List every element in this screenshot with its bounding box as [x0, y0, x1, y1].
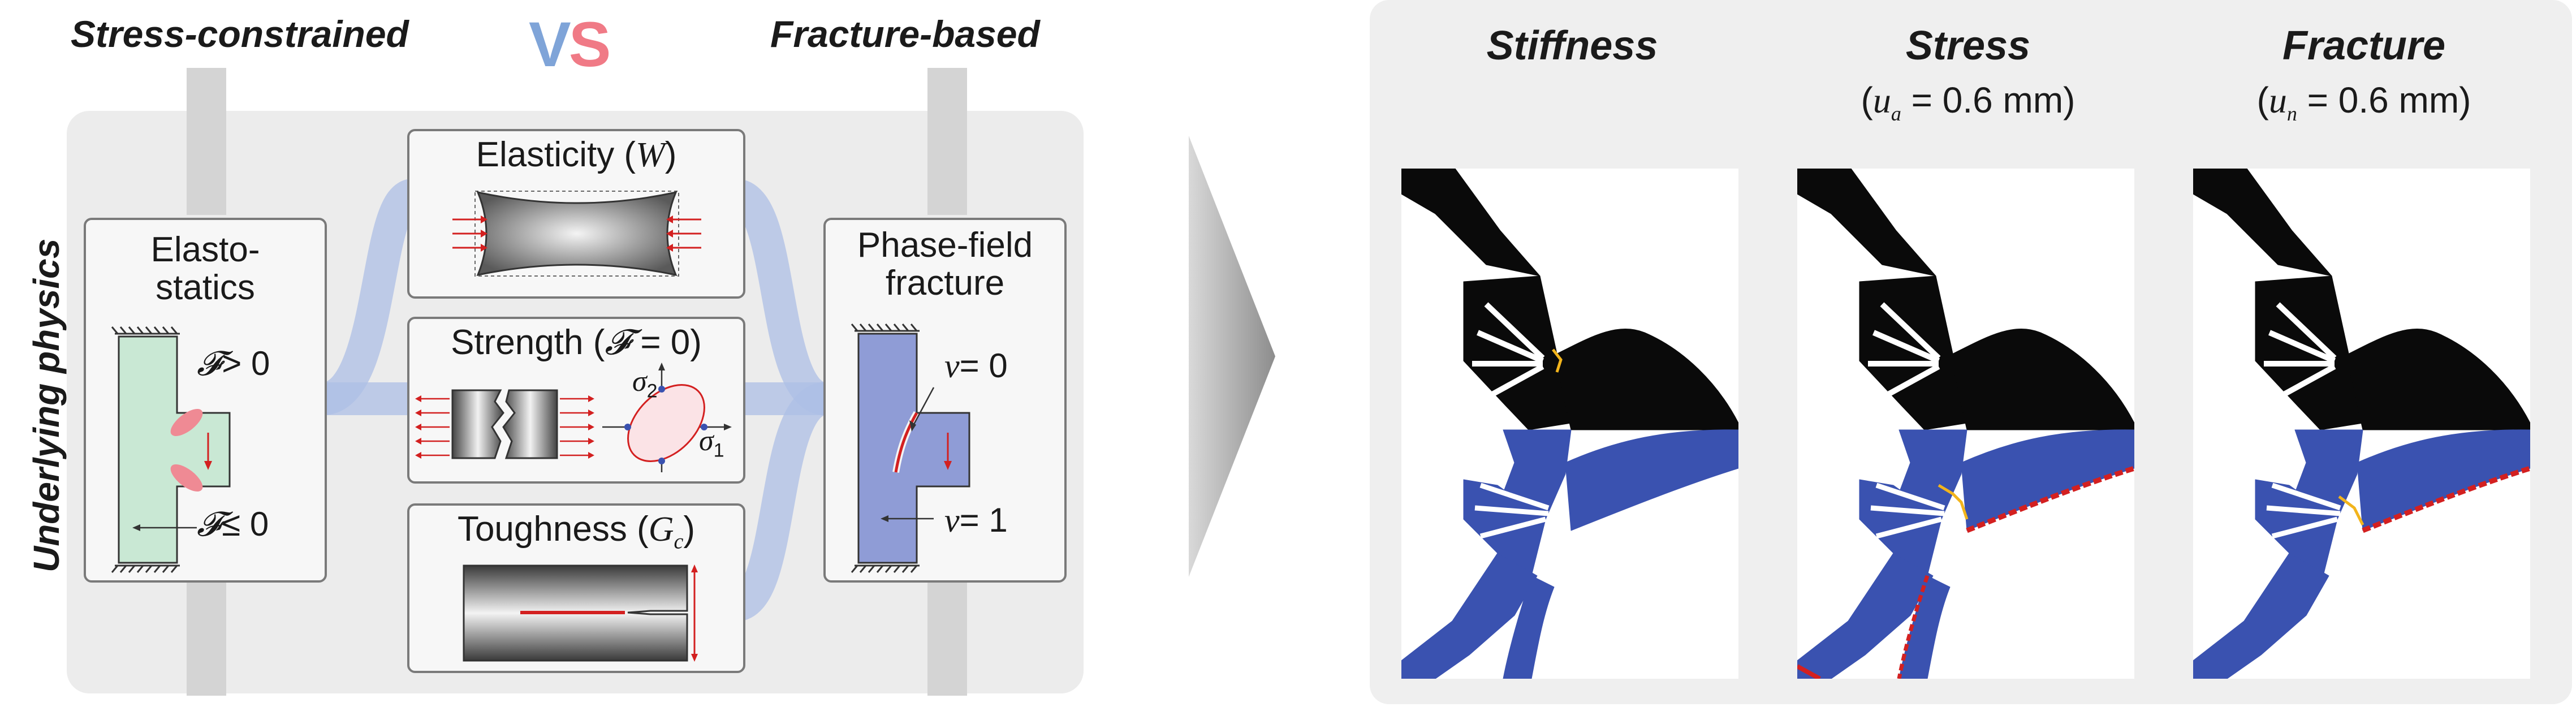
header-stress-constrained: Stress-constrained — [71, 13, 409, 55]
phasefield-title-line2: fracture — [885, 264, 1005, 303]
elasticity-close: ) — [665, 135, 677, 174]
result-panel-stiffness — [1401, 169, 1738, 679]
toughness-symbol: G — [648, 510, 674, 549]
sigma1-sub: 1 — [713, 439, 724, 462]
strength-label: Strength ( — [451, 323, 605, 362]
v-one-text: = 1 — [959, 501, 1008, 539]
toughness-label: Toughness ( — [457, 510, 649, 549]
result-sub-fracture: (un = 0.6 mm) — [2189, 79, 2539, 126]
sigma2-sub: 2 — [646, 380, 658, 402]
v-symbol: v — [944, 347, 960, 385]
toughness-sub: c — [674, 529, 684, 554]
strength-symbol: 𝓕 — [605, 324, 631, 362]
header-fracture-based: Fracture-based — [770, 13, 1040, 55]
sub-rest: = 0.6 mm) — [2297, 80, 2471, 120]
result-sub-stress: (ua = 0.6 mm) — [1793, 79, 2143, 126]
vs-letter-s: S — [568, 9, 611, 80]
f-nonpositive-text: ≤ 0 — [222, 505, 269, 543]
f-symbol: 𝓕 — [197, 345, 222, 382]
result-title-fracture: Fracture — [2282, 23, 2446, 68]
elastostatics-f-nonpositive: 𝓕≤ 0 — [197, 505, 269, 544]
transition-arrow — [1189, 136, 1275, 577]
sub-open: ( — [2256, 80, 2269, 120]
toughness-figure — [463, 564, 698, 662]
phasefield-title-line1: Phase-field — [857, 226, 1033, 265]
post-top-right — [927, 68, 967, 215]
elasticity-label: Elasticity ( — [476, 135, 636, 174]
post-bottom-right — [927, 571, 967, 696]
f-symbol: 𝓕 — [197, 506, 222, 543]
elasticity-box — [407, 129, 745, 299]
sub-symbol: u — [1872, 80, 1891, 120]
phasefield-figure — [851, 324, 970, 573]
result-title-stress: Stress — [1905, 23, 2031, 68]
sub-index: n — [2286, 102, 2297, 125]
elastostatics-title-line2: statics — [156, 268, 255, 307]
sigma2-label: σ2 — [632, 365, 658, 402]
toughness-title: Toughness (Gc) — [407, 510, 745, 554]
elasticity-title: Elasticity (W) — [407, 135, 745, 174]
sub-symbol: u — [2268, 80, 2287, 120]
strength-title: Strength (𝓕 = 0) — [407, 323, 745, 362]
elasticity-figure — [452, 191, 701, 277]
v-zero-text: = 0 — [959, 347, 1008, 385]
post-bottom-left — [187, 571, 226, 696]
vs-logo: VS — [529, 8, 611, 81]
result-panel-fracture — [2193, 169, 2530, 679]
sigma2-symbol: σ — [632, 365, 647, 398]
elastostatics-figure — [111, 326, 231, 573]
elastostatics-title-line1: Elasto- — [150, 230, 260, 269]
post-top-left — [187, 68, 226, 215]
elasticity-symbol: W — [636, 136, 665, 174]
elastostatics-f-positive: 𝓕> 0 — [197, 344, 270, 383]
sigma1-label: σ1 — [699, 424, 724, 462]
f-positive-text: > 0 — [222, 344, 270, 382]
sub-open: ( — [1861, 80, 1873, 120]
phasefield-v-zero: v= 0 — [944, 346, 1008, 386]
v-symbol: v — [944, 502, 960, 539]
phasefield-v-one: v= 1 — [944, 501, 1008, 540]
result-title-stiffness: Stiffness — [1486, 23, 1658, 68]
sub-index: a — [1891, 102, 1901, 125]
vs-letter-v: V — [529, 9, 571, 80]
strength-figure — [415, 363, 732, 472]
result-panel-stress — [1797, 169, 2134, 679]
flow-connectors — [306, 179, 842, 622]
toughness-close: ) — [683, 510, 696, 549]
sigma1-symbol: σ — [699, 425, 714, 457]
sub-rest: = 0.6 mm) — [1901, 80, 2076, 120]
side-label-underlying-physics: Underlying physics — [26, 238, 67, 572]
strength-eq: = 0) — [631, 323, 702, 362]
